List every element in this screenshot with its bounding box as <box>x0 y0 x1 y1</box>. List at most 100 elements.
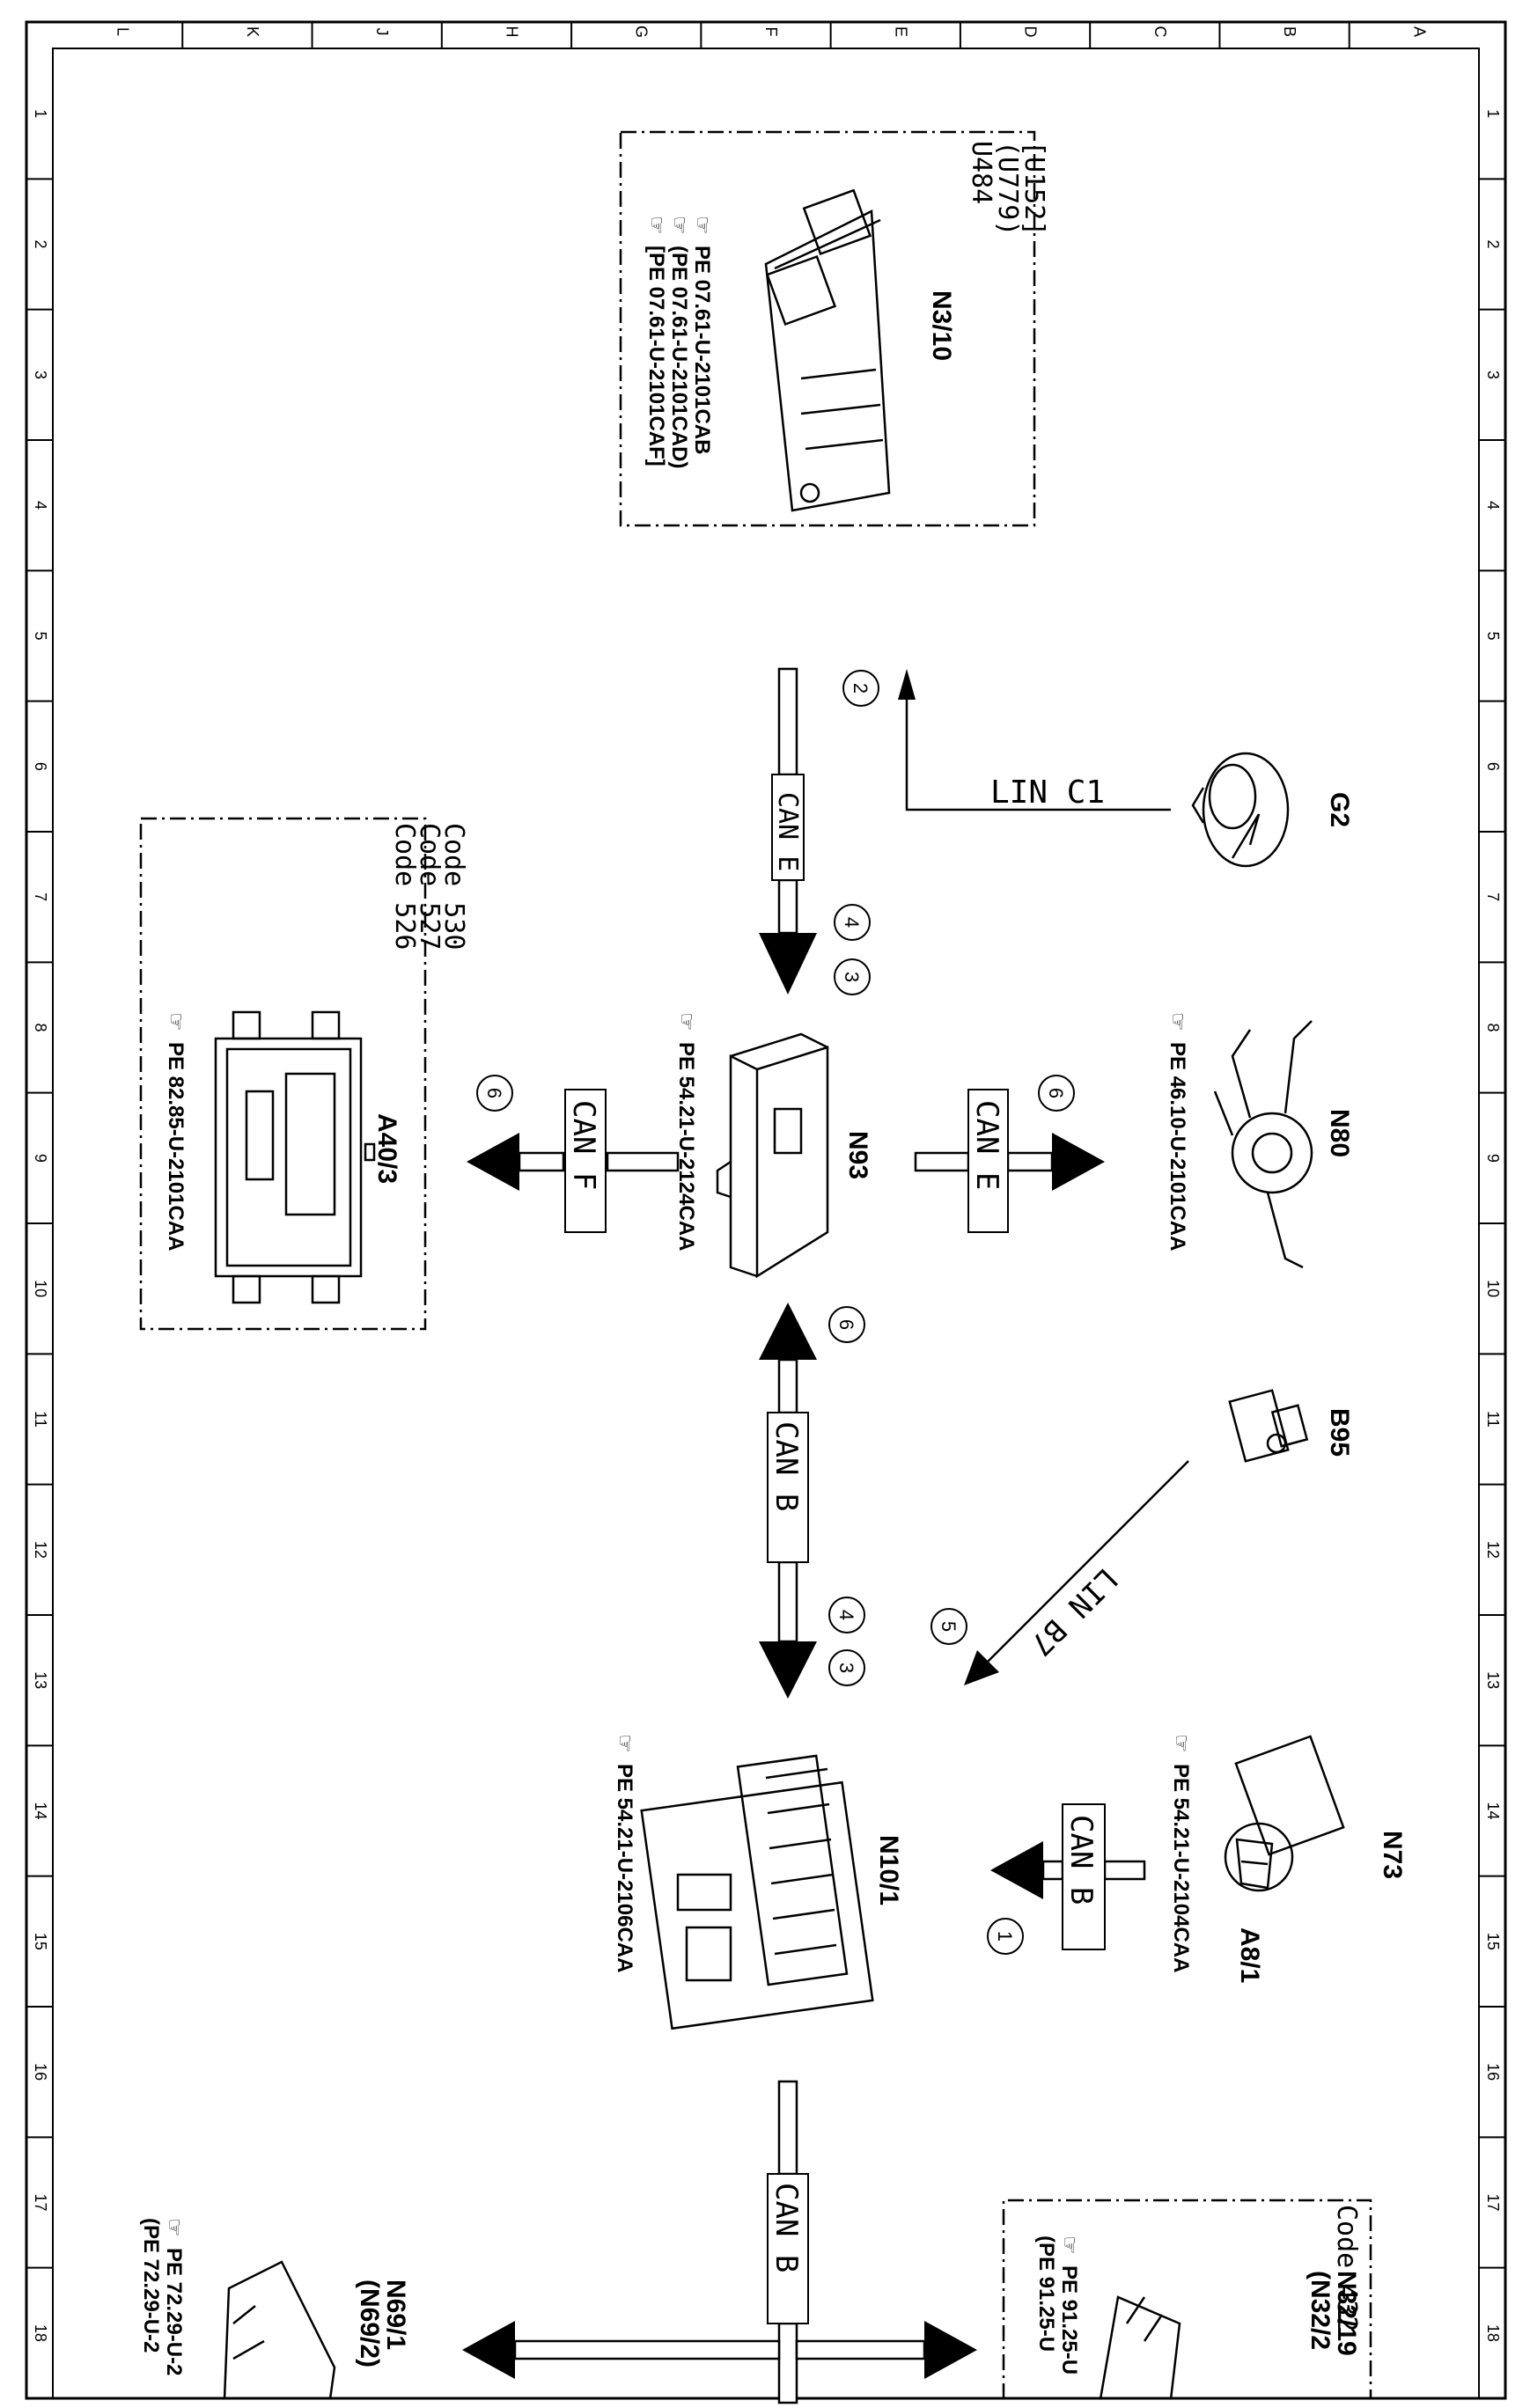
can-b-n73-label: CAN B <box>1063 1815 1099 1905</box>
svg-text:5: 5 <box>938 1621 960 1632</box>
a40-3-code: Code 527 <box>414 823 445 951</box>
svg-text:3: 3 <box>841 972 863 982</box>
n73-ref: PE 54.21-U-2104CAA <box>1169 1764 1193 1972</box>
marker-4: 4 <box>834 904 871 941</box>
grid-row-number-left: 7 <box>32 892 49 901</box>
n3-10-variant: (U779) <box>992 141 1023 236</box>
n69-1-label: N69/1 <box>381 2280 410 2350</box>
manual-ref-icon: ☞ <box>613 1734 636 1753</box>
grid-row-number-left: 5 <box>32 631 49 640</box>
grid-column-letter: J <box>373 28 391 36</box>
grid-row-number-left: 16 <box>32 2063 49 2081</box>
n93-module-icon <box>716 1032 829 1279</box>
grid-row-number-left: 9 <box>32 1154 49 1163</box>
n32-19-label: N32/19 <box>1332 2271 1361 2356</box>
a40-3-code: Code 526 <box>389 823 420 951</box>
grid-row-number-right: 9 <box>1484 1154 1502 1163</box>
grid-row-number-right: 2 <box>1484 239 1502 248</box>
marker-2: 2 <box>842 670 879 707</box>
grid-column-letter: D <box>1022 26 1040 38</box>
can-b-bottom-bus: CAN B <box>462 2080 977 2404</box>
grid-row-number-left: 15 <box>32 1933 49 1950</box>
svg-text:2: 2 <box>850 683 872 694</box>
can-e-top-label: CAN E <box>772 792 803 871</box>
b95-label: B95 <box>1325 1408 1354 1457</box>
n69-1-door-module-icon <box>223 2260 336 2400</box>
manual-ref-icon: ☞ <box>690 216 714 235</box>
svg-text:6: 6 <box>835 1319 857 1330</box>
svg-text:3: 3 <box>835 1663 857 1673</box>
can-b-middle-label: CAN B <box>769 1421 804 1511</box>
n32-19-seat-module-icon <box>1099 2295 1181 2400</box>
grid-row-number-right: 12 <box>1484 1541 1502 1559</box>
manual-ref-icon: ☞ <box>1169 1734 1193 1753</box>
n10-1-ref: PE 54.21-U-2106CAA <box>613 1764 636 1972</box>
n80-component: N80 ☞ PE 46.10-U-2101CAA <box>1166 1012 1354 1269</box>
n80-ref: PE 46.10-U-2101CAA <box>1166 1042 1189 1251</box>
grid-row-number-left: 8 <box>32 1023 49 1031</box>
can-b-middle-bus: CAN B <box>759 1303 817 1699</box>
marker-6: 6 <box>1038 1075 1075 1112</box>
grid-row-number-right: 7 <box>1484 892 1502 901</box>
n3-10-ref: (PE 07.61-U-2101CAD) <box>667 246 691 468</box>
n10-1-label: N10/1 <box>874 1835 903 1905</box>
grid-column-letter: G <box>633 26 651 38</box>
manual-ref-icon: ☞ <box>1166 1012 1189 1031</box>
manual-ref-icon: ☞ <box>1057 2235 1081 2255</box>
n3-10-variant: U484 <box>966 141 997 204</box>
marker-1: 1 <box>987 1918 1024 1955</box>
can-f-label: CAN F <box>566 1100 601 1190</box>
svg-text:6: 6 <box>1045 1088 1067 1098</box>
n10-1-fuse-box-icon <box>640 1754 874 2030</box>
grid-row-number-right: 6 <box>1484 762 1502 771</box>
lin-c1-line: LIN C1 <box>898 669 1171 811</box>
n32-19-alt: (N32/2 <box>1306 2271 1335 2350</box>
grid-row-number-left: 11 <box>32 1411 49 1428</box>
n32-19-code: Code 432 <box>1331 2205 1362 2332</box>
n73-label: N73 <box>1378 1831 1407 1879</box>
svg-text:6: 6 <box>483 1088 505 1098</box>
can-f-bus: CAN F <box>467 1089 680 1233</box>
grid-column-letter: F <box>762 27 780 37</box>
marker-3: 3 <box>828 1649 865 1686</box>
a40-3-code: Code 530 <box>438 823 469 951</box>
grid-row-number-right: 5 <box>1484 631 1502 640</box>
marker-6: 6 <box>828 1306 865 1343</box>
n73-ignition-switch-icon <box>1224 1735 1345 1892</box>
n3-10-ref: PE 07.61-U-2101CAB <box>690 246 714 454</box>
n80-label: N80 <box>1325 1109 1354 1157</box>
n69-1-ref: (PE 72.29-U-2 <box>139 2218 163 2353</box>
svg-text:1: 1 <box>994 1931 1016 1942</box>
grid-column-letter: A <box>1410 26 1428 37</box>
n69-1-component: N69/1 (N69/2) ☞ PE 72.29-U-2 (PE 72.29-U… <box>139 2218 410 2400</box>
b95-component: B95 <box>1228 1389 1354 1463</box>
n32-19-component: Code 432 N32/19 (N32/2 ☞ PE 91.25-U (PE … <box>1002 2199 1372 2400</box>
grid-column-letter: L <box>114 27 132 36</box>
n32-19-dashed-box <box>1002 2199 1372 2399</box>
grid-column-letter: K <box>244 26 261 37</box>
grid-row-number-left: 2 <box>32 239 49 248</box>
a40-3-component: Code 526 Code 527 Code 530 A40/3 ☞ PE 82… <box>139 817 469 1331</box>
grid-row-number-left: 4 <box>32 501 49 510</box>
n3-10-variant: [U152] <box>1019 141 1049 236</box>
n93-component: N93 ☞ PE 54.21-U-2124CAA <box>674 1012 872 1279</box>
grid-row-number-right: 3 <box>1484 371 1502 379</box>
a40-3-label: A40/3 <box>372 1113 401 1184</box>
marker-3: 3 <box>834 958 871 995</box>
can-e-right-bus: CAN E <box>914 1089 1105 1233</box>
grid-row-number-left: 3 <box>32 371 49 379</box>
g2-label: G2 <box>1325 792 1354 827</box>
grid-row-number-right: 16 <box>1484 2063 1502 2081</box>
n93-label: N93 <box>843 1131 872 1179</box>
n69-1-ref: PE 72.29-U-2 <box>162 2248 186 2375</box>
grid-row-number-right: 13 <box>1484 1671 1502 1689</box>
n69-1-alt: (N69/2) <box>355 2280 384 2368</box>
n3-10-component: U484 (U779) [U152] N3/10 ☞ PE 07.61-U-21… <box>619 130 1049 527</box>
grid-row-number-right: 18 <box>1484 2324 1502 2342</box>
n3-10-dashed-box <box>619 130 1036 527</box>
g2-alternator-icon <box>1191 752 1290 868</box>
n73-component: N73 A8/1 ☞ PE 54.21-U-2104CAA <box>1169 1734 1407 1983</box>
a40-3-dashed-box <box>139 817 427 1331</box>
